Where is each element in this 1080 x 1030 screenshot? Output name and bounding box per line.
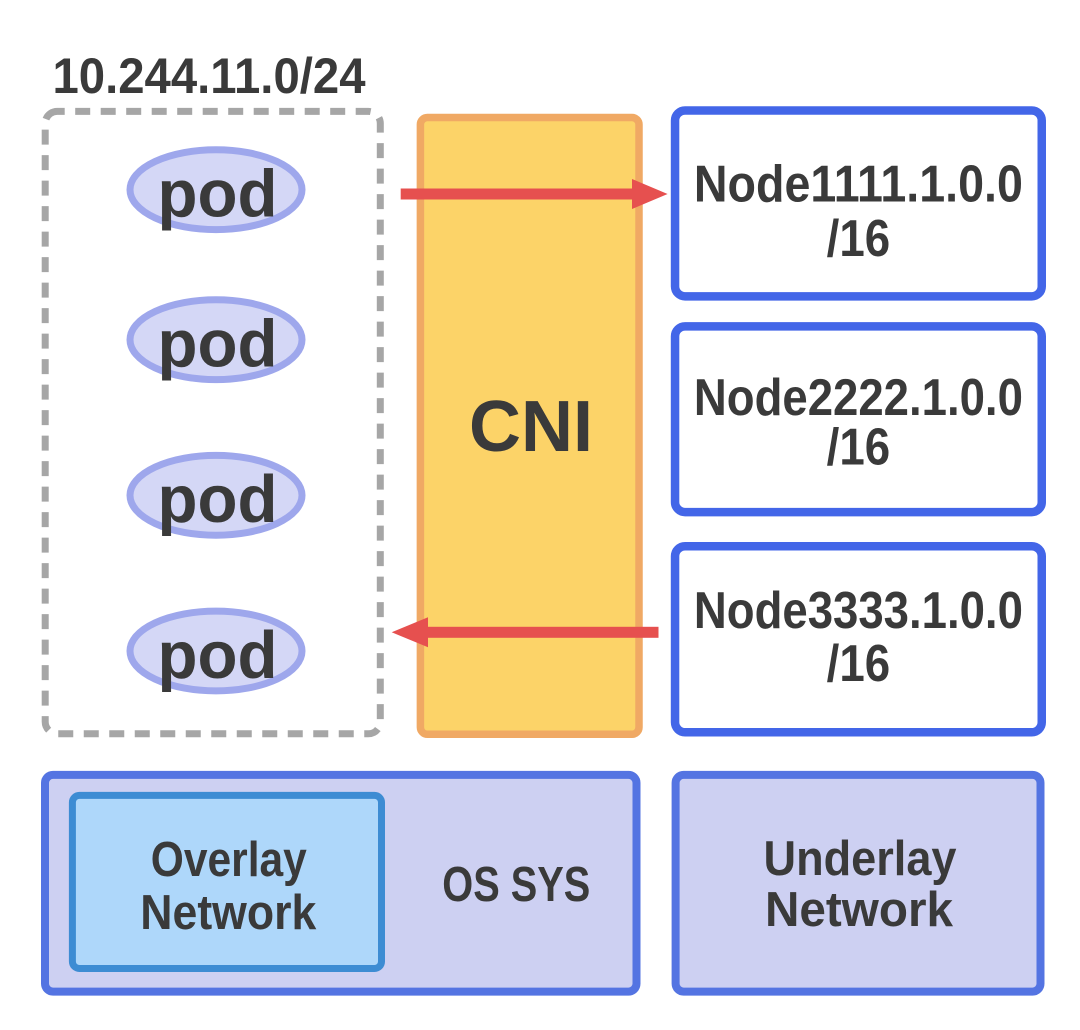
svg-text:/16: /16 (827, 635, 891, 693)
svg-text:Node3333.1.0.0: Node3333.1.0.0 (694, 582, 1023, 640)
svg-text:Network: Network (140, 886, 317, 940)
svg-text:OS SYS: OS SYS (442, 858, 590, 912)
svg-text:Node2222.1.0.0: Node2222.1.0.0 (694, 369, 1023, 427)
svg-text:/16: /16 (827, 419, 891, 477)
svg-text:Node1111.1.0.0: Node1111.1.0.0 (694, 155, 1023, 213)
svg-text:Overlay: Overlay (151, 833, 307, 887)
svg-text:Network: Network (765, 883, 954, 937)
svg-text:Underlay: Underlay (764, 832, 957, 886)
svg-text:pod: pod (158, 618, 278, 693)
svg-text:pod: pod (158, 157, 278, 232)
svg-text:pod: pod (158, 462, 278, 537)
svg-text:10.244.11.0/24: 10.244.11.0/24 (53, 48, 366, 104)
svg-text:pod: pod (158, 307, 278, 382)
svg-text:/16: /16 (827, 210, 891, 268)
svg-text:CNI: CNI (469, 387, 593, 467)
